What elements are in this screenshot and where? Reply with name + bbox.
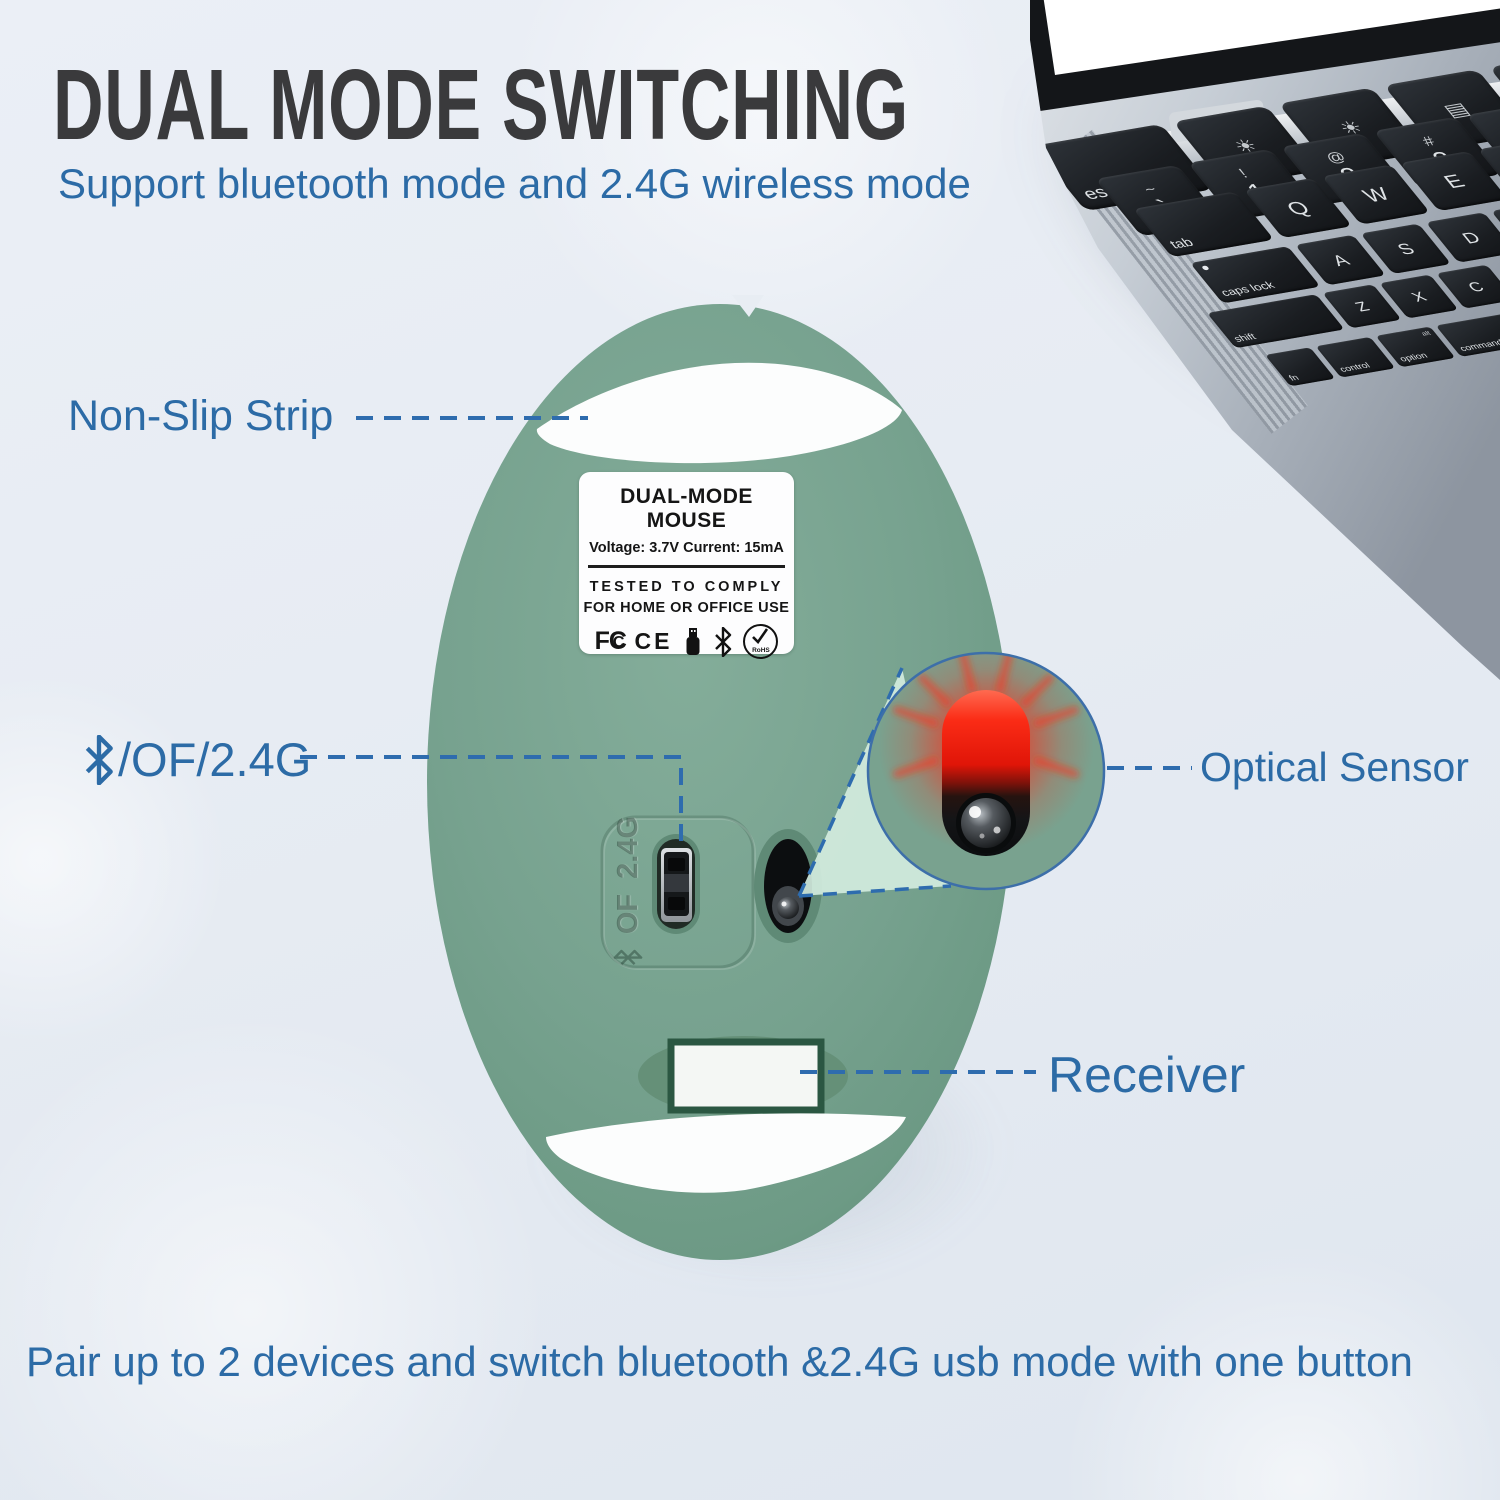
ce-mark: CE	[634, 628, 673, 654]
callout-mode-switch: /OF/2.4G	[84, 732, 311, 787]
page-title: DUAL MODE SWITCHING	[53, 49, 909, 161]
magnifier-border	[866, 651, 1106, 891]
lens-highlight	[969, 806, 981, 818]
plate-compliance-line1: TESTED TO COMPLY	[589, 579, 784, 595]
footer-text: Pair up to 2 devices and switch bluetoot…	[26, 1338, 1413, 1385]
callout-receiver: Receiver	[1048, 1047, 1246, 1103]
receiver-slot	[667, 1038, 825, 1114]
page-subtitle: Support bluetooth mode and 2.4G wireless…	[58, 160, 971, 207]
mouse-body	[427, 304, 1013, 1260]
switch-knob-top-hole	[668, 858, 685, 871]
switch-knob-bottom-hole	[668, 897, 685, 910]
bluetooth-icon	[85, 734, 113, 785]
bluetooth-icon	[715, 626, 732, 657]
sensor-lens	[777, 897, 799, 919]
switch-legend: OF 2.4G	[601, 816, 655, 966]
lens-highlight	[979, 833, 985, 839]
sensor-glow-rays	[893, 653, 1079, 778]
switch-panel-emboss	[600, 815, 755, 969]
switch-knob-ridge	[664, 874, 689, 892]
sensor-lens-highlight	[781, 901, 787, 907]
callout-optical-sensor: Optical Sensor	[1200, 744, 1469, 790]
plate-title: DUAL-MODE MOUSE	[620, 485, 753, 532]
switch-legend-of: OF	[611, 893, 644, 935]
magnifier-beam-edge	[797, 667, 904, 897]
usb-dongle-icon	[686, 627, 700, 655]
switch-legend-24g: 2.4G	[611, 816, 644, 879]
sensor-lens-zoomed-ring	[956, 793, 1016, 853]
plate-divider	[588, 565, 785, 568]
sensor-lens-zoomed	[961, 798, 1011, 848]
non-slip-strip-bottom	[546, 1113, 906, 1193]
lens-highlight	[993, 826, 1001, 834]
rohs-check: RoHS	[743, 624, 779, 659]
callout-mode-switch-label: /OF/2.4G	[118, 733, 312, 786]
mouse-top-notch	[732, 295, 764, 317]
non-slip-strip-top	[536, 362, 902, 464]
callout-line-mode-switch	[300, 755, 683, 843]
bluetooth-icon	[613, 949, 643, 965]
plate-compliance-line2: FOR HOME OR OFFICE USE	[583, 600, 790, 616]
product-label-plate: DUAL-MODE MOUSE Voltage: 3.7V Current: 1…	[579, 472, 794, 659]
magnifier-beam-edge	[798, 884, 952, 898]
callout-non-slip-strip: Non-Slip Strip	[68, 392, 334, 440]
plate-specs: Voltage: 3.7V Current: 15mA	[589, 540, 784, 556]
